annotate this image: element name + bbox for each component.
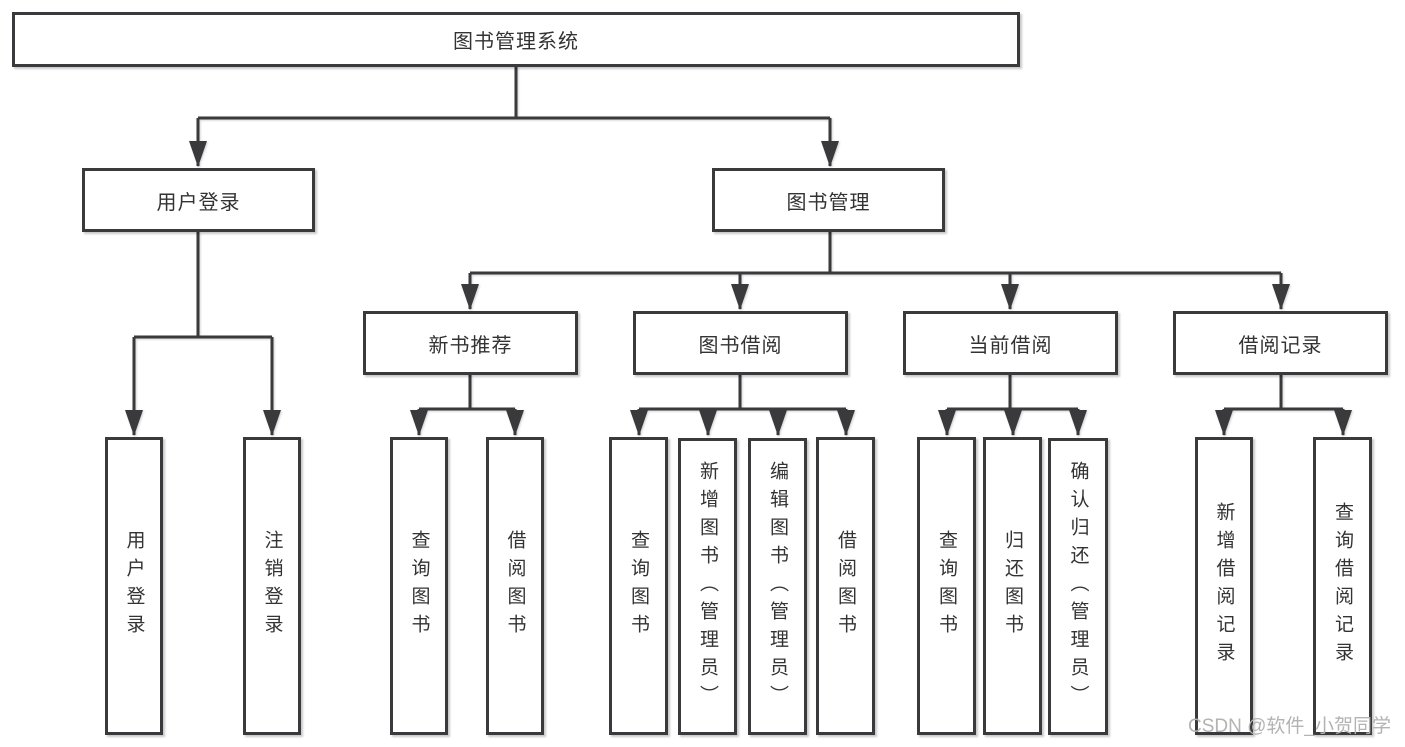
leaf-query-borrow-record: 查询借阅记录 xyxy=(1313,437,1372,735)
node-current-borrow: 当前借阅 xyxy=(903,311,1118,375)
leaf-query-books-recommend: 查询图书 xyxy=(390,437,448,735)
leaf-logout: 注销登录 xyxy=(243,437,301,735)
leaf-confirm-return-admin: 确认归还（管理员） xyxy=(1048,438,1108,735)
csdn-watermark: CSDN @软件_小贺同学 xyxy=(1188,716,1391,737)
leaf-borrow-books: 借阅图书 xyxy=(816,437,875,735)
node-book-borrow: 图书借阅 xyxy=(633,311,848,375)
leaf-user-login: 用户登录 xyxy=(105,437,163,735)
leaf-return-books: 归还图书 xyxy=(983,437,1042,735)
leaf-add-borrow-record: 新增借阅记录 xyxy=(1195,437,1253,735)
node-book-management: 图书管理 xyxy=(712,168,945,232)
leaf-borrow-books-recommend: 借阅图书 xyxy=(486,437,544,735)
leaf-query-books-current: 查询图书 xyxy=(917,437,976,735)
leaf-query-books-borrow: 查询图书 xyxy=(609,437,668,735)
leaf-add-books-admin: 新增图书（管理员） xyxy=(678,438,737,735)
node-borrow-records: 借阅记录 xyxy=(1173,311,1388,375)
node-new-book-recommend: 新书推荐 xyxy=(363,311,578,375)
node-user-login: 用户登录 xyxy=(82,168,315,232)
node-root-system: 图书管理系统 xyxy=(12,12,1020,67)
leaf-edit-books-admin: 编辑图书（管理员） xyxy=(748,438,807,735)
